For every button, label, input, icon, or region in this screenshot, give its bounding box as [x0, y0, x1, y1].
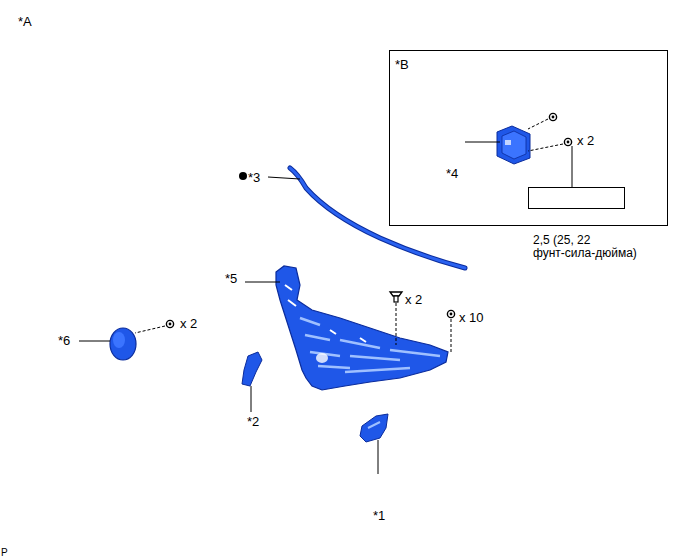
- inset-frame: *B: [389, 50, 668, 226]
- dashed-line: [396, 303, 397, 345]
- leader-line: [465, 142, 500, 143]
- callout-number: *1: [373, 508, 385, 523]
- molding-part: [290, 168, 465, 268]
- callout-number: *4: [446, 166, 458, 181]
- bracket-part: [497, 126, 530, 164]
- callout-number: *3: [248, 170, 260, 185]
- leader-line: [245, 282, 280, 283]
- clip-symbol: [390, 292, 402, 302]
- callout-number: *6: [58, 333, 70, 348]
- bracket-part: [242, 352, 262, 386]
- dashed-line: [528, 119, 548, 129]
- callout-number: *5: [225, 271, 237, 286]
- screw-symbol: [166, 320, 173, 327]
- leader-line: [268, 177, 300, 179]
- dashed-line: [528, 144, 563, 151]
- bracket-part: [360, 414, 388, 442]
- grille-part: [276, 266, 448, 390]
- leader-line: [251, 386, 252, 412]
- dashed-line: [135, 326, 165, 333]
- quantity-label: x 2: [577, 133, 594, 148]
- cover-part: [110, 328, 136, 360]
- quantity-label: x 2: [180, 316, 197, 331]
- marker-dot: [239, 172, 247, 180]
- leader-line: [572, 146, 573, 187]
- screw-symbol: [564, 138, 571, 145]
- dashed-line: [451, 319, 452, 352]
- callout-number: *2: [247, 414, 259, 429]
- blank-box: [529, 188, 625, 209]
- torque-spec: 2,5 (25, 22 фунт-сила-дюйма): [533, 234, 640, 260]
- quantity-label: x 10: [459, 310, 484, 325]
- leader-line: [378, 440, 379, 474]
- leader-line: [79, 341, 110, 342]
- screw-symbol: [549, 113, 556, 120]
- quantity-label: x 2: [405, 292, 422, 307]
- view-label: *B: [395, 57, 409, 72]
- figure-code: P: [1, 547, 8, 558]
- view-label: *A: [18, 14, 32, 29]
- screw-symbol: [447, 310, 454, 317]
